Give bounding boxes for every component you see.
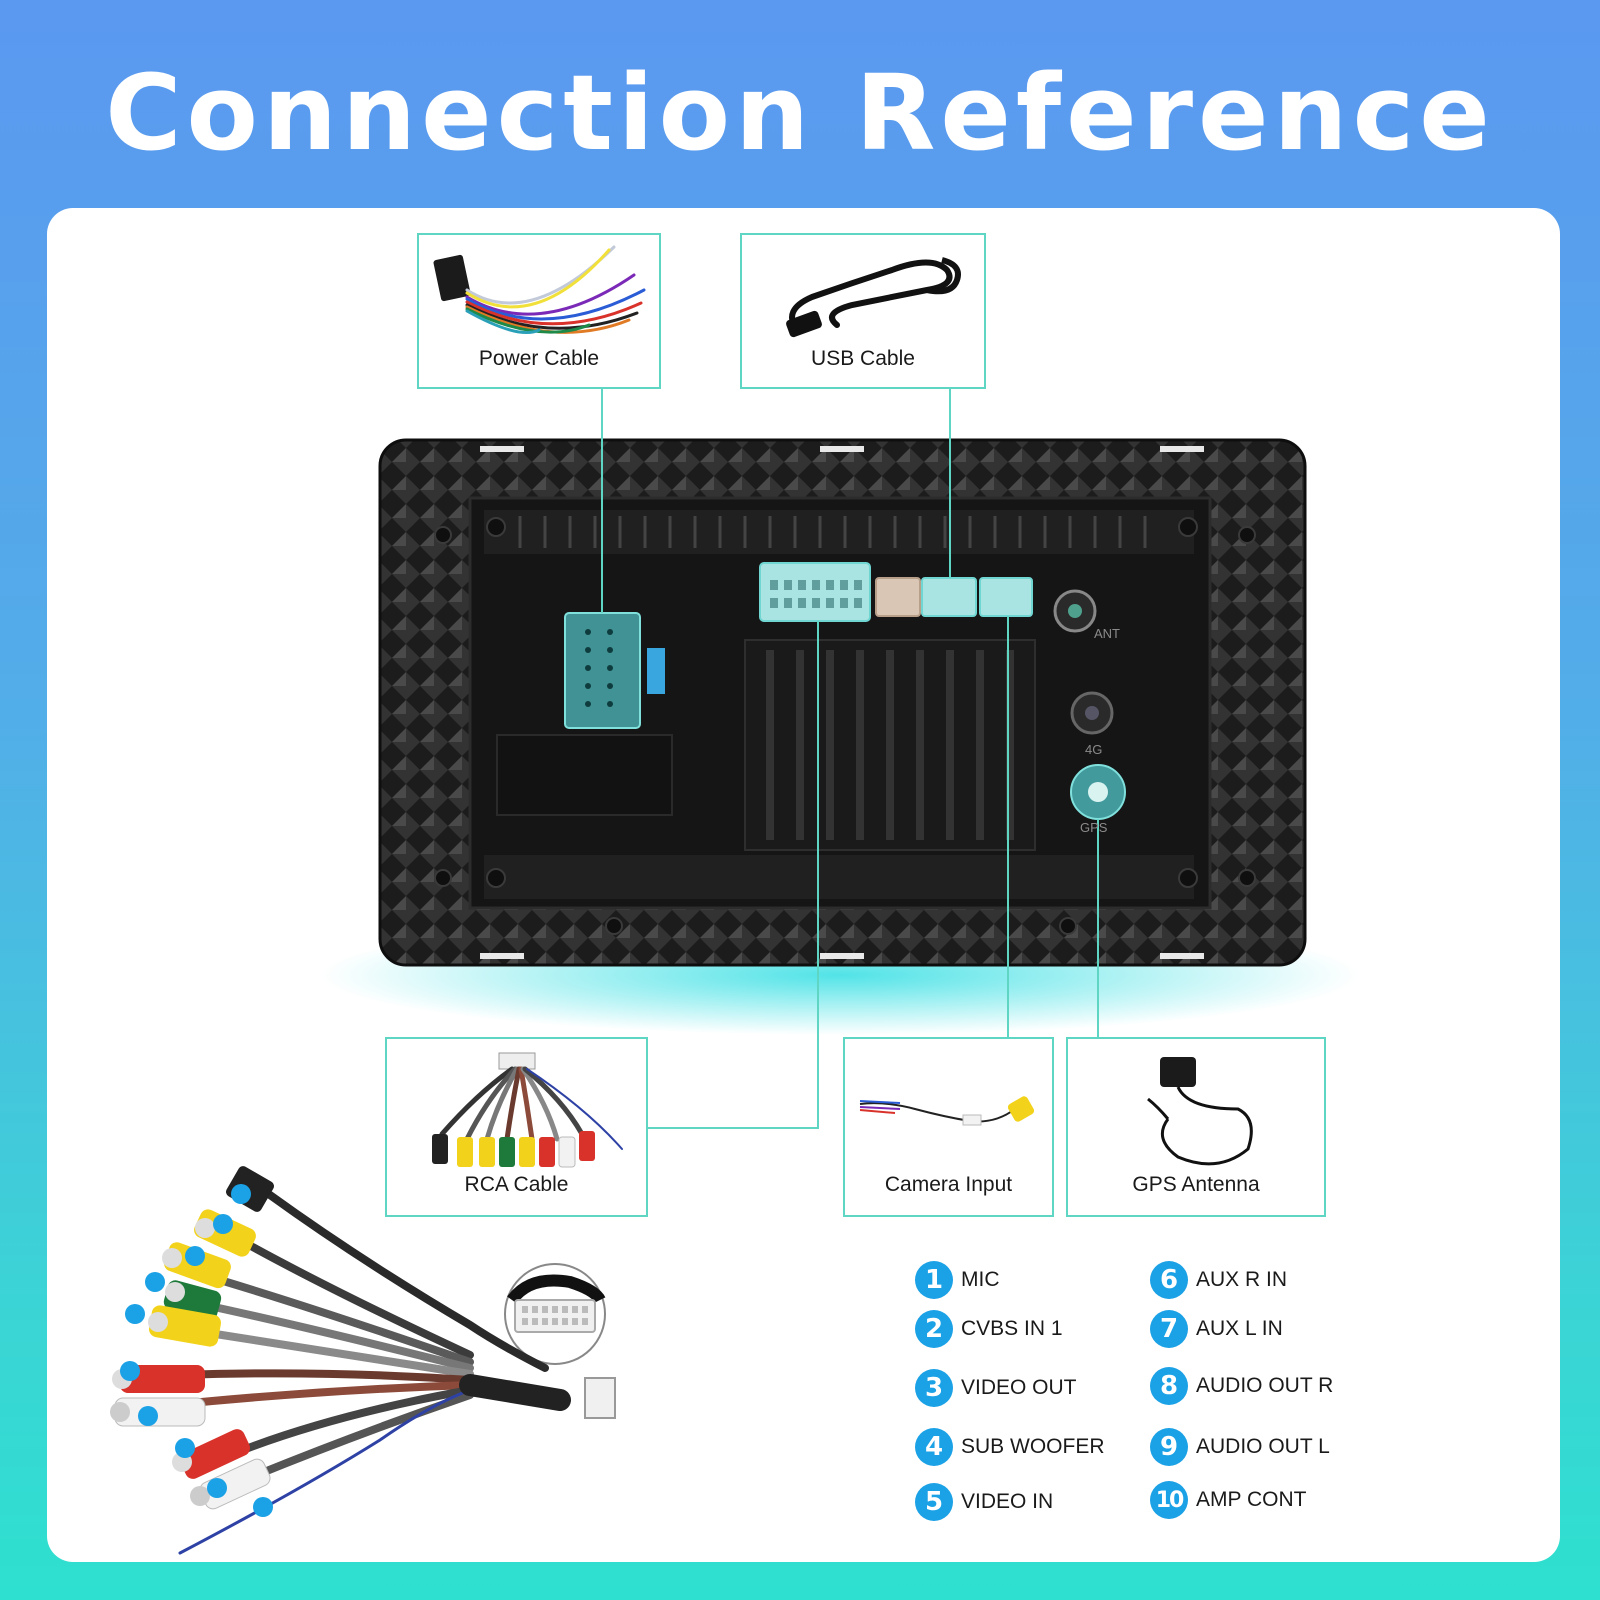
page-title: Connection Reference xyxy=(105,52,1495,174)
rca-cable-label: RCA Cable xyxy=(464,1173,569,1196)
legend-number: 6 xyxy=(1150,1261,1188,1299)
legend-number: 10 xyxy=(1150,1481,1188,1519)
legend-number: 5 xyxy=(915,1483,953,1521)
legend-item-3: 3 VIDEO OUT xyxy=(915,1369,1077,1407)
legend-label: AUDIO OUT L xyxy=(1196,1435,1330,1458)
legend-item-9: 9 AUDIO OUT L xyxy=(1150,1428,1330,1466)
legend-item-4: 4 SUB WOOFER xyxy=(915,1428,1105,1466)
rca-plug-aux-l xyxy=(110,1397,206,1427)
rca-socket xyxy=(759,562,871,622)
gps-antenna-icon xyxy=(1147,1057,1253,1166)
gps-label: GPS xyxy=(1080,820,1108,835)
rca-plug-video-in xyxy=(148,1305,221,1347)
power-cable-label: Power Cable xyxy=(478,347,600,370)
legend-number: 4 xyxy=(915,1428,953,1466)
legend-label: AUDIO OUT R xyxy=(1196,1374,1334,1397)
legend-label: AUX R IN xyxy=(1196,1268,1288,1291)
legend-label: CVBS IN 1 xyxy=(961,1317,1063,1340)
ant-port xyxy=(1053,589,1097,633)
rca-harness-detail xyxy=(110,1166,616,1555)
camera-input-icon xyxy=(859,1096,1035,1126)
legend-number: 2 xyxy=(915,1310,953,1348)
legend-number: 7 xyxy=(1150,1310,1188,1348)
legend-item-5: 5 VIDEO IN xyxy=(915,1483,1053,1521)
legend-number: 3 xyxy=(915,1369,953,1407)
legend-label: AMP CONT xyxy=(1196,1488,1307,1511)
legend-item-8: 8 AUDIO OUT R xyxy=(1150,1367,1333,1405)
gps-antenna-box: GPS Antenna xyxy=(1066,1037,1326,1217)
usb-cable-box: USB Cable xyxy=(740,233,986,389)
legend-label: VIDEO IN xyxy=(961,1490,1054,1513)
rca-cable-box: RCA Cable xyxy=(385,1037,648,1217)
legend-item-1: 1 MIC xyxy=(915,1261,1000,1299)
usb-socket xyxy=(921,577,977,617)
power-cable-box: Power Cable xyxy=(417,233,661,389)
camera-socket xyxy=(979,577,1033,617)
head-unit-back xyxy=(378,438,1307,967)
ant-label: ANT xyxy=(1094,626,1120,641)
legend-item-6: 6 AUX R IN xyxy=(1150,1261,1287,1299)
rca-plug-mic xyxy=(226,1166,274,1212)
legend-number: 9 xyxy=(1150,1428,1188,1466)
legend-label: MIC xyxy=(961,1268,1000,1291)
legend-number: 8 xyxy=(1150,1367,1188,1405)
legend-label: VIDEO OUT xyxy=(961,1376,1077,1399)
4g-port xyxy=(1070,691,1114,735)
camera-input-label: Camera Input xyxy=(884,1173,1013,1196)
usb-cable-icon xyxy=(786,257,961,338)
legend-item-7: 7 AUX L IN xyxy=(1150,1310,1283,1348)
4g-label: 4G xyxy=(1085,742,1103,757)
legend-label: AUX L IN xyxy=(1196,1317,1283,1340)
rca-cable-icon xyxy=(432,1052,623,1168)
camera-input-box: Camera Input xyxy=(843,1037,1054,1217)
harness-number-badges xyxy=(120,1184,273,1517)
legend-item-10: 10 AMP CONT xyxy=(1150,1481,1306,1519)
legend-label: SUB WOOFER xyxy=(961,1435,1105,1458)
gps-port xyxy=(1070,764,1126,820)
gps-antenna-label: GPS Antenna xyxy=(1132,1173,1260,1196)
aux-socket xyxy=(875,577,921,617)
legend-number: 1 xyxy=(915,1261,953,1299)
usb-cable-label: USB Cable xyxy=(811,347,915,370)
legend-item-2: 2 CVBS IN 1 xyxy=(915,1310,1063,1348)
connector-lines xyxy=(601,389,1099,1129)
power-cable-icon xyxy=(433,245,646,335)
